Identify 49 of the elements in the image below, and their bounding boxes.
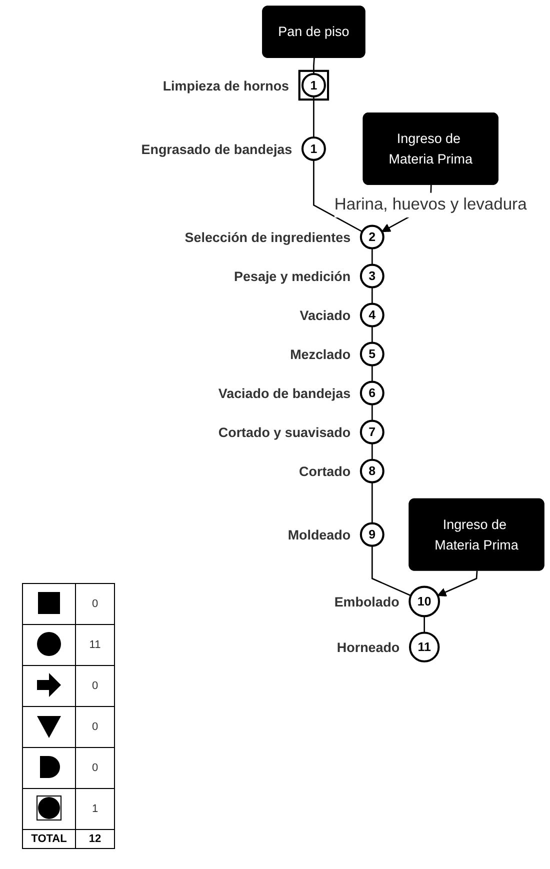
operation-circle: 5 (360, 342, 384, 366)
edge-label: Harina, huevos y levadura (334, 192, 527, 218)
step-label: Cortado y suavisado (218, 425, 351, 440)
operation-circle: 1 (301, 136, 326, 161)
process-box: Ingreso de Materia Prima (362, 112, 498, 185)
count-value: 1 (92, 803, 98, 815)
connector-line (371, 404, 373, 421)
connector-line (313, 58, 315, 74)
count-value: 0 (92, 680, 98, 692)
step-label: Horneado (336, 640, 400, 656)
connector-line (371, 443, 373, 460)
step-label: Vaciado (300, 308, 351, 324)
connector-line (424, 616, 425, 633)
operation-circle: 2 (360, 224, 384, 250)
total-value: 12 (88, 833, 102, 845)
count-value: 0 (92, 721, 98, 733)
step-label: Pesaje y medición (234, 269, 351, 284)
step-label: Mezclado (290, 347, 351, 362)
step-label: Moldeado (288, 528, 351, 543)
process-box: Pan de piso (262, 6, 366, 58)
step-label: Limpieza de hornos (162, 78, 290, 94)
step-label: Embolado (334, 594, 400, 610)
total-label: TOTAL (31, 833, 67, 845)
connector-line (371, 365, 373, 382)
arrow (437, 570, 478, 596)
operation-circle: 10 (408, 586, 440, 618)
step-label: Cortado (299, 464, 351, 480)
connector-line (313, 96, 314, 138)
process-box: Ingreso de Materia Prima (408, 498, 544, 571)
connector-line (371, 326, 373, 343)
count-value: 11 (89, 639, 101, 651)
step-label: Selección de ingredientes (184, 230, 351, 246)
operation-circle: 7 (360, 420, 384, 444)
operation-circle: 6 (360, 380, 384, 406)
count-value: 0 (92, 762, 98, 774)
connector-line (313, 160, 363, 232)
combined-operation-symbol: 1 (298, 70, 330, 101)
step-label: Engrasado de bandejas (141, 142, 292, 157)
operation-circle: 8 (360, 458, 384, 484)
step-label: Vaciado de bandejas (218, 386, 351, 402)
connector-line (371, 546, 412, 596)
operation-circle: 3 (360, 264, 384, 288)
connector-line (371, 482, 373, 524)
connector-line (371, 287, 373, 304)
operation-circle: 11 (408, 632, 440, 662)
count-value: 0 (92, 598, 98, 610)
operation-circle: 4 (360, 302, 384, 328)
connector-line (371, 248, 373, 265)
operation-circle: 9 (360, 522, 384, 547)
